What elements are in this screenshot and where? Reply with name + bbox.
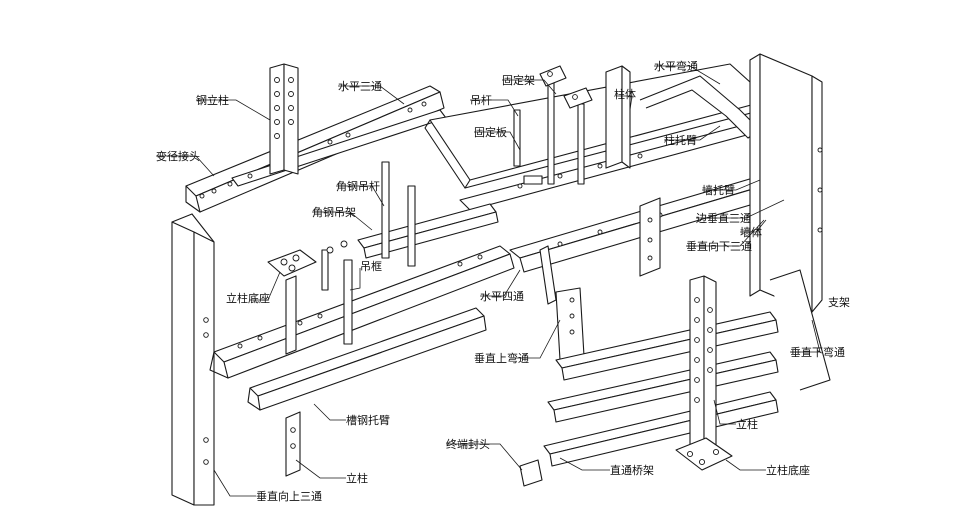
label-column-base-left: 立柱底座: [226, 291, 270, 305]
right-stacked-trays: [543, 311, 779, 467]
label-column-base-right: 立柱底座: [766, 463, 810, 477]
end-cap: [519, 459, 543, 487]
label-edge-vertical-tee: 边垂直三通: [696, 211, 751, 225]
label-fixed-bracket: 固定架: [502, 73, 535, 87]
label-vertical-up-tee: 垂直向上三通: [256, 489, 322, 503]
right-column: [689, 275, 717, 459]
label-angle-hanger: 角钢吊架: [312, 206, 356, 219]
label-angle-hanger-rod: 角钢吊杆: [336, 179, 380, 193]
label-reducer-joint: 变径接头: [156, 149, 200, 163]
vertical-up-elbow: [539, 245, 585, 361]
vertical-down-elbow: [769, 269, 831, 391]
label-straight-tray: 直通桥架: [610, 463, 654, 477]
channel-bracket-tray: [247, 307, 487, 477]
label-steel-column: 钢立柱: [196, 93, 229, 107]
label-vertical-down-elbow: 垂直下弯通: [790, 345, 845, 359]
vertical-down-tee: [639, 197, 661, 277]
left-column-base: [267, 249, 317, 355]
label-support-partial: 支架: [828, 296, 850, 309]
hanger-rods: [513, 65, 593, 185]
steel-column-top: [269, 63, 299, 175]
label-column-bracket: 柱托臂: [664, 133, 697, 147]
labels: 钢立柱 变径接头 水平三通 固定架 吊杆 固定板 柱体 水平弯通 柱托臂 角钢吊…: [156, 59, 850, 503]
label-column-wall-top: 柱体: [614, 87, 636, 101]
label-hanger-frame: 吊框: [360, 260, 382, 273]
hanger-frame: [321, 240, 353, 345]
label-end-cap: 终端封头: [446, 437, 490, 451]
right-wall: [749, 53, 823, 313]
label-column-lower: 立柱: [346, 471, 368, 485]
label-vertical-down-tee: 垂直向下三通: [686, 239, 752, 253]
label-wall-bracket: 墙托臂: [702, 183, 735, 197]
label-fixed-plate: 固定板: [474, 125, 507, 139]
label-vertical-up-elbow: 垂直上弯通: [474, 351, 529, 365]
label-channel-bracket: 槽钢托臂: [346, 413, 390, 427]
label-horizontal-elbow: 水平弯通: [654, 59, 698, 73]
label-hanger-rod: 吊杆: [470, 93, 492, 107]
leader-lines: [156, 65, 821, 497]
column-wall-center: [605, 65, 631, 169]
right-column-base: [675, 437, 733, 471]
label-column-right: 立柱: [736, 417, 758, 431]
label-horizontal-cross: 水平四通: [480, 290, 524, 303]
label-horizontal-tee: 水平三通: [338, 80, 382, 93]
angle-hanger-tray: [357, 161, 499, 267]
left-wall-column: [171, 213, 215, 506]
label-wall: 墙体: [740, 225, 762, 239]
